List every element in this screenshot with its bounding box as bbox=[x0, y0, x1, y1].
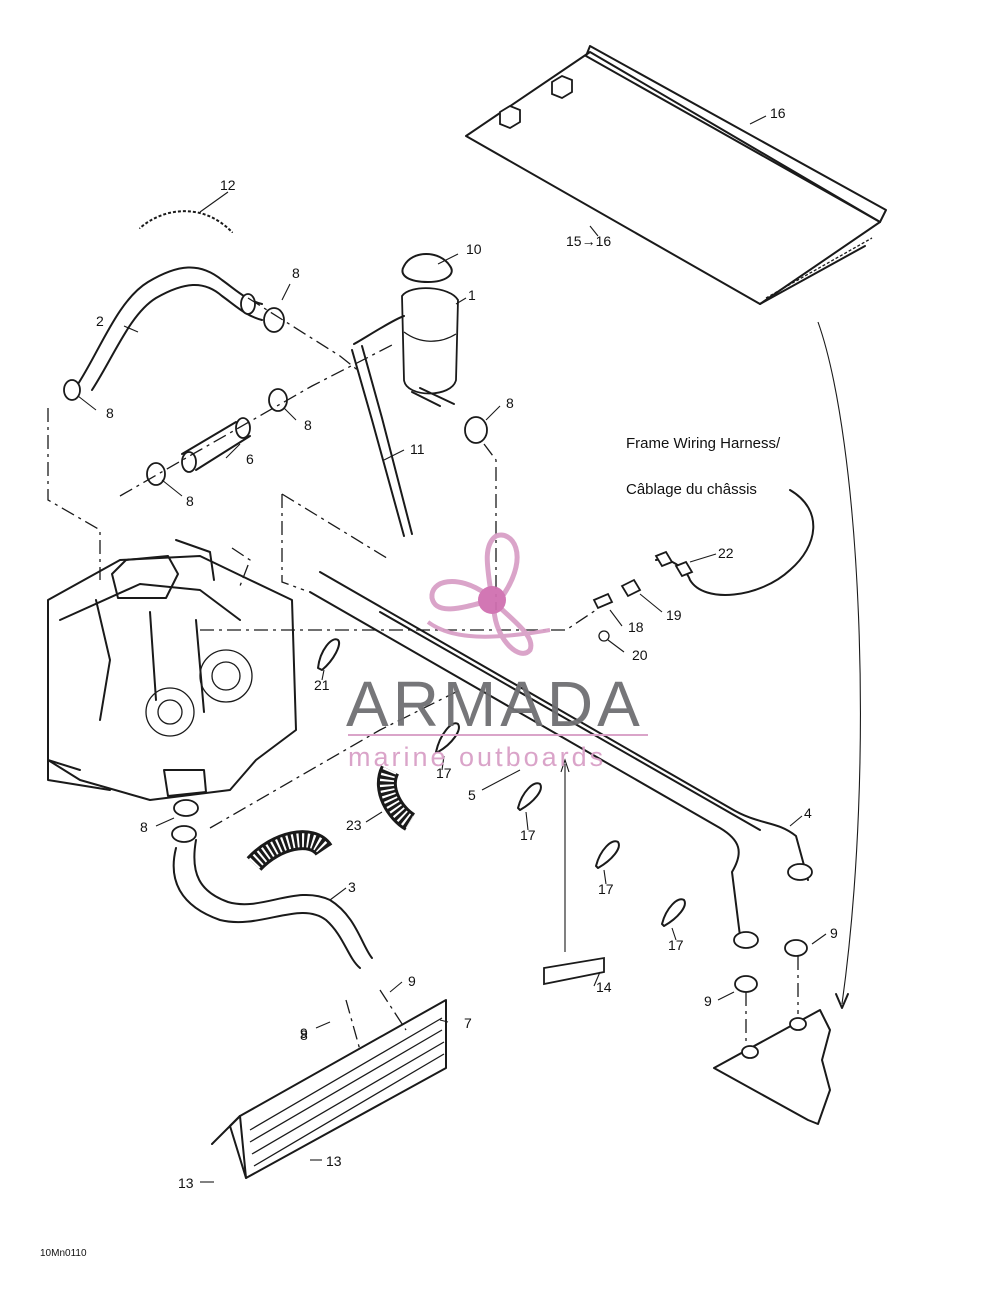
callout-8d: 8 bbox=[186, 493, 194, 509]
harness-label-en: Frame Wiring Harness/ bbox=[626, 435, 781, 452]
leader-lines bbox=[77, 115, 827, 1183]
callout-23: 23 bbox=[346, 817, 362, 833]
callout-8c: 8 bbox=[304, 417, 312, 433]
callout-12: 12 bbox=[220, 177, 236, 193]
callout-11: 11 bbox=[410, 441, 425, 457]
tie-wraps bbox=[317, 638, 686, 927]
figure-code: 10Mn0110 bbox=[40, 1248, 87, 1259]
strap-14 bbox=[543, 758, 605, 986]
callout-22: 22 bbox=[718, 545, 734, 561]
callout-17a: 17 bbox=[436, 765, 452, 781]
callout-9d: 9 bbox=[704, 993, 712, 1009]
cover-panel bbox=[465, 45, 887, 305]
callout-9c: 9 bbox=[830, 925, 838, 941]
callout-9b: 9 bbox=[300, 1025, 308, 1041]
brand-tagline: marine outboards bbox=[348, 742, 606, 772]
coolant-reservoir bbox=[351, 253, 488, 537]
callout-10: 10 bbox=[466, 241, 482, 257]
callout-8g: 8 bbox=[300, 1027, 308, 1043]
assembly-lines bbox=[47, 297, 799, 1051]
callout-17c: 17 bbox=[598, 881, 614, 897]
callout-17b: 17 bbox=[520, 827, 536, 843]
callout-13b: 13 bbox=[178, 1175, 194, 1191]
mount-bracket bbox=[713, 939, 831, 1125]
callout-16: 16 bbox=[770, 105, 786, 121]
relocation-arrow bbox=[817, 321, 861, 1009]
callout-9a: 9 bbox=[408, 973, 416, 989]
coupling-hose-6 bbox=[146, 388, 288, 486]
engine-block bbox=[47, 539, 297, 801]
callout-6: 6 bbox=[246, 451, 254, 467]
callout-8f: 8 bbox=[140, 819, 148, 835]
callout-8a: 8 bbox=[292, 265, 300, 281]
coolant-hose-2 bbox=[63, 266, 285, 401]
callout-5: 5 bbox=[468, 787, 476, 803]
callout-1: 1 bbox=[468, 287, 476, 303]
callout-21: 21 bbox=[314, 677, 330, 693]
callout-20: 20 bbox=[632, 647, 648, 663]
corrugated-hose-12 bbox=[135, 204, 237, 238]
callout-18: 18 bbox=[628, 619, 644, 635]
callout-4: 4 bbox=[804, 805, 812, 821]
clamps-8 bbox=[173, 799, 199, 817]
propeller-logo-icon bbox=[426, 532, 551, 656]
callout-7: 7 bbox=[464, 1015, 472, 1031]
corrugated-hose-23 bbox=[246, 765, 416, 872]
callout-15-16: 15→16 bbox=[566, 233, 611, 249]
callout-19: 19 bbox=[666, 607, 682, 623]
brand-name: ARMADA bbox=[346, 668, 644, 740]
callout-8e: 8 bbox=[506, 395, 514, 411]
harness-label-fr: Câblage du châssis bbox=[626, 481, 757, 498]
callout-8b: 8 bbox=[106, 405, 114, 421]
callout-17d: 17 bbox=[668, 937, 684, 953]
callout-14: 14 bbox=[596, 979, 612, 995]
callout-13a: 13 bbox=[326, 1153, 342, 1169]
radiator bbox=[211, 999, 447, 1179]
wiring-harness bbox=[592, 489, 815, 642]
lower-hose-3 bbox=[171, 825, 373, 969]
watermark: ARMADA marine outboards bbox=[346, 532, 648, 772]
callout-labels: 1 2 3 4 5 6 7 8 8 8 8 8 8 8 9 9 9 9 10 1… bbox=[40, 105, 838, 1259]
callout-3: 3 bbox=[348, 879, 356, 895]
long-hose-4 bbox=[309, 571, 813, 949]
callout-2: 2 bbox=[96, 313, 104, 329]
